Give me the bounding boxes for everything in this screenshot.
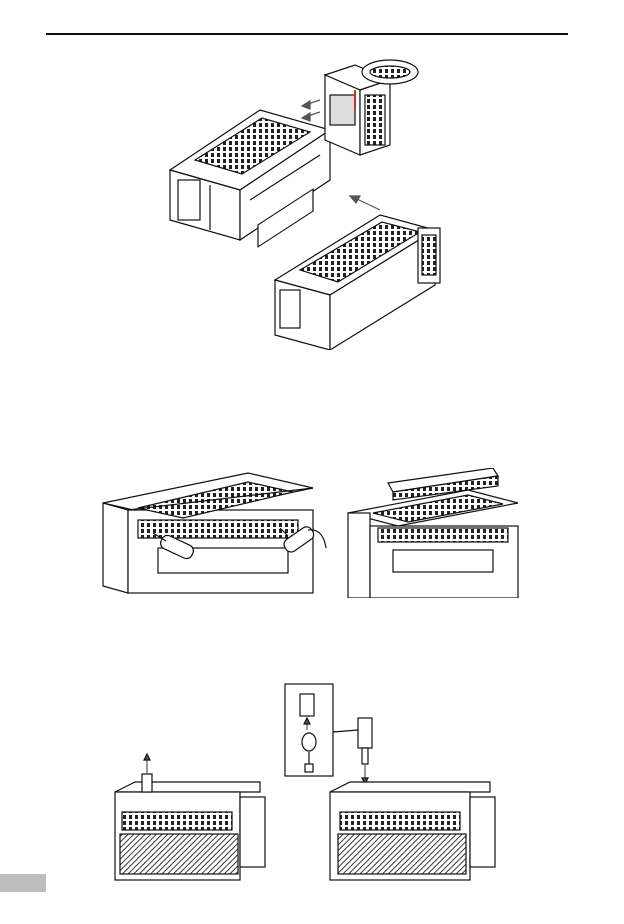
expansion-install-figure (150, 50, 450, 350)
plc-unit-upper (170, 110, 330, 247)
expansion-module (325, 60, 418, 155)
plc-unit-lower (275, 215, 440, 350)
terminal-removal-figure (98, 468, 528, 598)
battery-replacement-figure (110, 682, 510, 882)
page-number-tab (0, 874, 46, 892)
plc-unit-battery-right (330, 782, 495, 880)
plc-unit-right (348, 490, 518, 598)
plc-unit-battery-left (115, 754, 265, 880)
plc-unit-left (103, 473, 313, 593)
header-rule (46, 33, 568, 35)
battery-detail-inset (285, 684, 372, 784)
